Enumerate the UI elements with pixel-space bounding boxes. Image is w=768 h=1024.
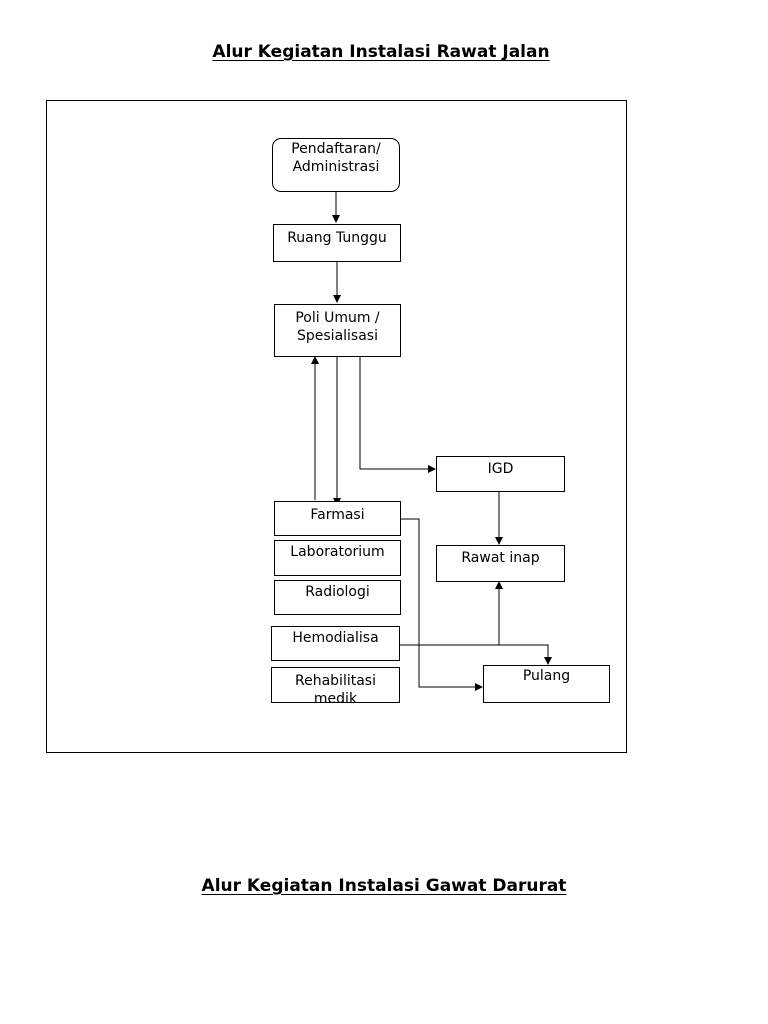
diagram-frame (46, 100, 627, 753)
node-pendaftaran: Pendaftaran/ Administrasi (272, 138, 400, 192)
node-rawat-inap: Rawat inap (436, 545, 565, 582)
node-hemodialisa: Hemodialisa (271, 626, 400, 661)
node-radiologi: Radiologi (274, 580, 401, 615)
page-title: Alur Kegiatan Instalasi Rawat Jalan (212, 42, 550, 62)
node-laboratorium: Laboratorium (274, 540, 401, 576)
node-ruang-tunggu: Ruang Tunggu (273, 224, 401, 262)
node-igd: IGD (436, 456, 565, 492)
node-pulang: Pulang (483, 665, 610, 703)
node-farmasi: Farmasi (274, 501, 401, 536)
node-poli: Poli Umum / Spesialisasi (274, 304, 401, 357)
node-rehabilitasi: Rehabilitasi medik (271, 667, 400, 703)
section-title: Alur Kegiatan Instalasi Gawat Darurat (201, 876, 567, 896)
